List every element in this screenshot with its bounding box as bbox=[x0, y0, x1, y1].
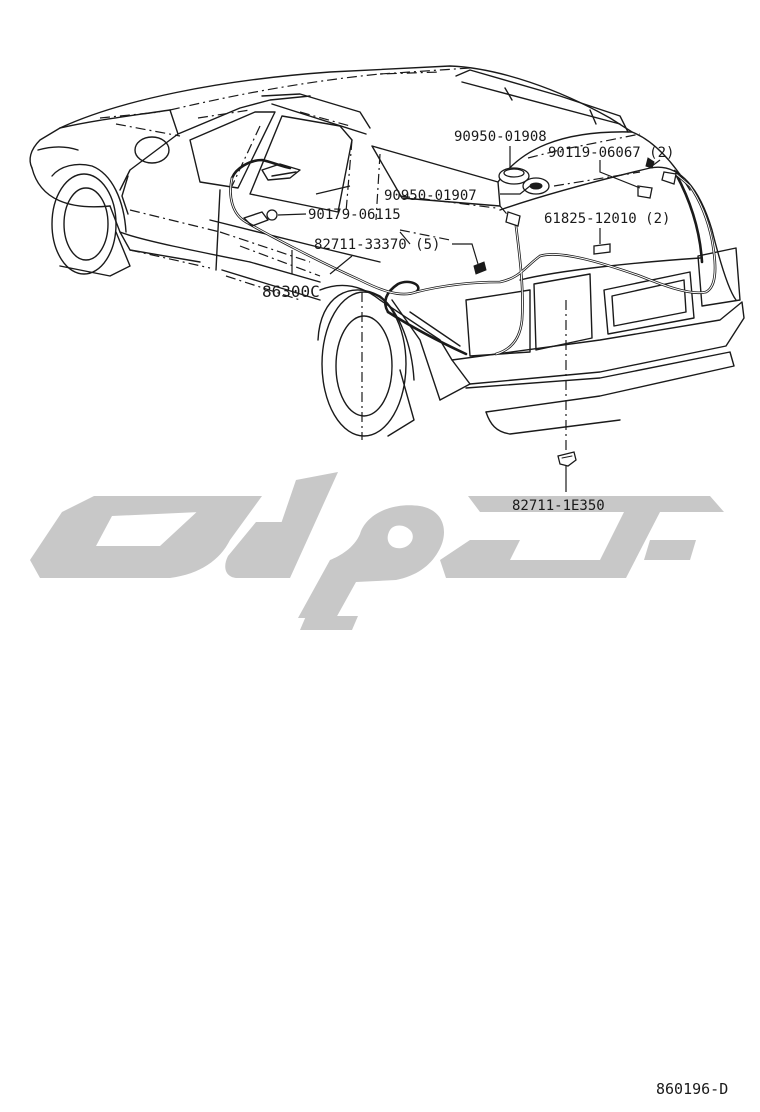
diagram-code: 860196-D bbox=[656, 1080, 728, 1098]
clamp-82711-33370 bbox=[473, 261, 487, 275]
grommet-82711-1e350 bbox=[557, 451, 577, 467]
screw-90119-06067 bbox=[637, 185, 653, 199]
station-wagon-illustration bbox=[29, 65, 745, 437]
watermark-logo bbox=[30, 472, 724, 630]
label-61825-12010: 61825-12010 (2) bbox=[544, 211, 670, 227]
part-labels: 90950-01908 90119-06067 (2) 90950-01907 … bbox=[262, 129, 674, 514]
nut-90179-06115 bbox=[266, 209, 278, 221]
small-parts bbox=[243, 157, 681, 467]
label-82711-33370: 82711-33370 (5) bbox=[314, 237, 440, 253]
label-82711-1e350: 82711-1E350 bbox=[512, 498, 605, 514]
label-90179-06115: 90179-06115 bbox=[308, 207, 401, 223]
label-90119-06067: 90119-06067 (2) bbox=[548, 145, 674, 161]
label-90950-01908: 90950-01908 bbox=[454, 129, 547, 145]
antenna-cord-harness bbox=[229, 158, 717, 356]
label-86300c: 86300C bbox=[262, 282, 320, 301]
clip-61825-12010 bbox=[593, 243, 611, 255]
dashed-phantom-lines bbox=[99, 67, 641, 450]
label-90950-01907: 90950-01907 bbox=[384, 188, 477, 204]
leader-lines bbox=[277, 146, 661, 492]
